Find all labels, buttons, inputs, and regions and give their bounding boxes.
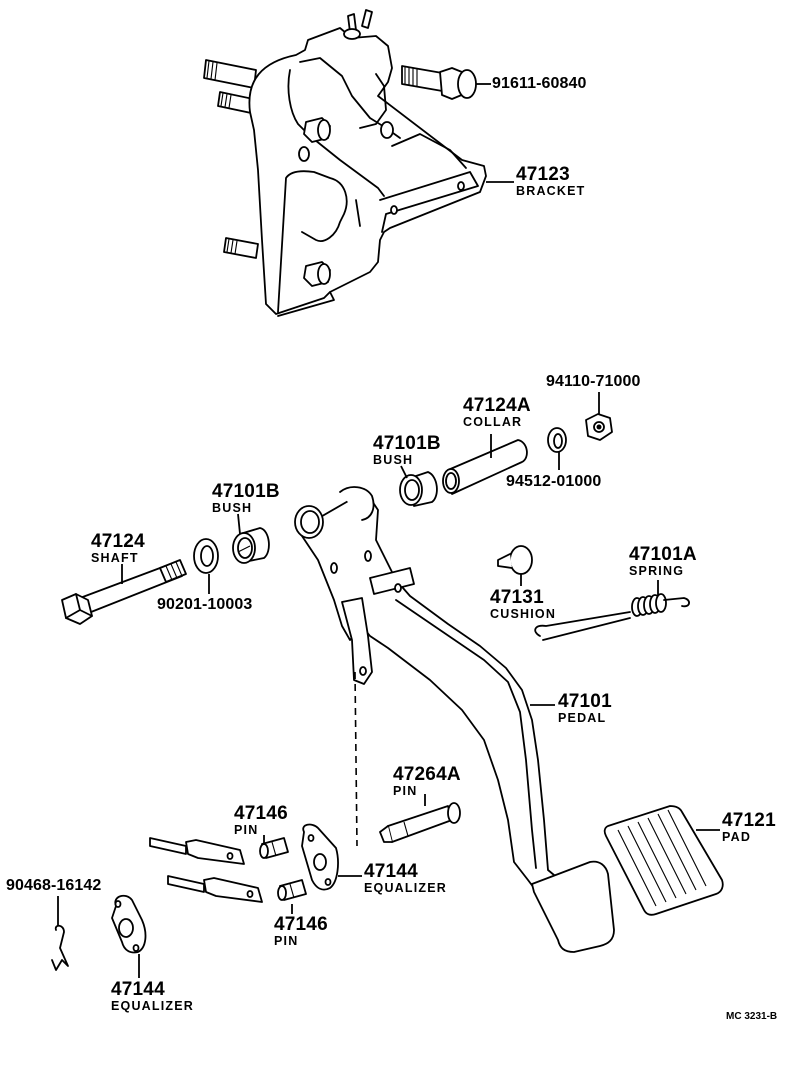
part-number: 47146 xyxy=(234,803,288,824)
part-label-shaft: 47124 SHAFT xyxy=(91,532,145,565)
part-name: BUSH xyxy=(212,501,253,515)
bracket-hole xyxy=(299,147,309,161)
cable-rod-lower-drawing xyxy=(168,876,262,902)
clip-drawing xyxy=(52,926,68,970)
part-number: 47264A xyxy=(393,764,461,785)
part-number: 47124 xyxy=(91,531,145,552)
part-name: BUSH xyxy=(373,453,414,467)
part-number: 90468-16142 xyxy=(6,877,102,894)
part-number: 47101B xyxy=(212,481,280,502)
part-number: 94110-71000 xyxy=(546,373,641,390)
washer-left-drawing xyxy=(194,539,218,573)
bracket-nut-upper xyxy=(304,118,330,142)
pin-lower-drawing xyxy=(278,880,306,900)
part-label-clip: 90468-16142 xyxy=(6,878,101,894)
pedal-drawing xyxy=(295,487,614,952)
part-label-cushion: 47131 CUSHION xyxy=(490,588,556,621)
part-number: 90201-10003 xyxy=(157,596,253,613)
part-name: PAD xyxy=(722,830,752,844)
part-number: 47144 xyxy=(111,979,165,1000)
cushion-drawing xyxy=(498,546,532,574)
pad-drawing xyxy=(605,806,723,915)
part-label-pin-main: 47264A PIN xyxy=(393,765,461,798)
part-number: 94512-01000 xyxy=(506,473,602,490)
part-name: PIN xyxy=(234,823,259,837)
alignment-dashed-line xyxy=(355,672,357,846)
leader-lines xyxy=(58,84,720,978)
part-number: 47131 xyxy=(490,587,544,608)
shaft-drawing xyxy=(62,560,186,624)
part-label-bolt: 91611-60840 xyxy=(492,76,587,92)
part-name: CUSHION xyxy=(490,607,557,621)
part-label-equalizer-center: 47144 EQUALIZER xyxy=(364,862,447,895)
part-label-washer-left: 90201-10003 xyxy=(157,597,252,613)
cable-rod-upper-drawing xyxy=(150,838,244,864)
equalizer-left-drawing xyxy=(112,896,145,953)
stud-upper-left xyxy=(204,60,256,88)
part-label-pin-upper: 47146 PIN xyxy=(234,804,288,837)
part-label-nut: 94110-71000 xyxy=(546,374,641,390)
part-name: PIN xyxy=(393,784,418,798)
stud-lower-left xyxy=(224,238,258,258)
bracket-drawing xyxy=(204,10,486,316)
part-number: 47123 xyxy=(516,164,570,185)
part-number: 47101A xyxy=(629,544,697,565)
part-name: PIN xyxy=(274,934,299,948)
part-name: COLLAR xyxy=(463,415,523,429)
pin-main-drawing xyxy=(380,803,460,842)
part-number: 47146 xyxy=(274,914,328,935)
part-name: PEDAL xyxy=(558,711,607,725)
reference-code: MC 3231-B xyxy=(726,1011,778,1022)
bolt-drawing xyxy=(402,66,476,99)
washer-right-drawing xyxy=(548,428,566,452)
part-label-bracket: 47123 BRACKET xyxy=(516,165,586,198)
part-label-collar: 47124A COLLAR xyxy=(463,396,531,429)
pin-upper-drawing xyxy=(260,838,288,858)
part-label-bush-left: 47101B BUSH xyxy=(212,482,280,515)
part-number: 47144 xyxy=(364,861,418,882)
spring-drawing xyxy=(535,594,689,640)
part-name: SPRING xyxy=(629,564,685,578)
part-label-spring: 47101A SPRING xyxy=(629,545,697,578)
part-name: EQUALIZER xyxy=(364,881,448,895)
part-label-pin-lower: 47146 PIN xyxy=(274,915,328,948)
part-label-pedal: 47101 PEDAL xyxy=(558,692,612,725)
part-number: 47101 xyxy=(558,691,612,712)
part-label-bush-right: 47101B BUSH xyxy=(373,434,441,467)
nut-drawing xyxy=(586,414,612,440)
part-number: 47121 xyxy=(722,810,776,831)
bracket-nut-lower xyxy=(304,262,330,286)
part-label-pad: 47121 PAD xyxy=(722,811,776,844)
part-name: EQUALIZER xyxy=(111,999,195,1013)
part-number: 47101B xyxy=(373,433,441,454)
part-name: SHAFT xyxy=(91,551,139,565)
equalizer-center-drawing xyxy=(302,825,338,890)
bush-left-drawing xyxy=(233,528,269,563)
part-name: BRACKET xyxy=(516,184,586,198)
bush-right-drawing xyxy=(400,472,437,506)
collar-drawing xyxy=(443,440,527,494)
part-label-washer-right: 94512-01000 xyxy=(506,474,601,490)
part-label-equalizer-left: 47144 EQUALIZER xyxy=(111,980,194,1013)
part-number: 47124A xyxy=(463,395,531,416)
part-number: 91611-60840 xyxy=(492,75,587,92)
